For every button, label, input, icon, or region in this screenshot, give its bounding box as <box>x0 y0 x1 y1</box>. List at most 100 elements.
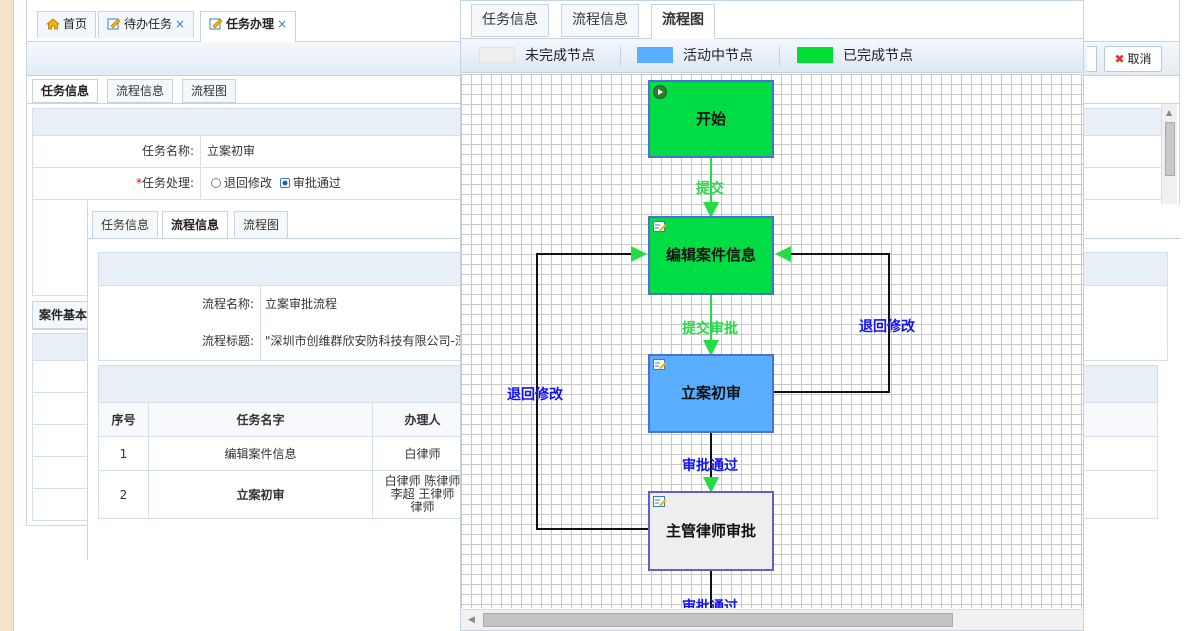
cancel-button[interactable]: ✖取消 <box>1104 46 1162 72</box>
task-icon <box>107 18 121 30</box>
edge-return-left <box>536 246 648 530</box>
close-icon[interactable]: × <box>277 17 288 31</box>
row-index: 1 <box>98 436 149 471</box>
edge-label-approve-next: 审批通过 <box>682 599 738 608</box>
node-supervisor-label: 主管律师审批 <box>665 522 756 540</box>
vertical-scrollbar[interactable]: ▲ <box>1161 104 1177 204</box>
edge-label-return-right: 退回修改 <box>859 319 915 335</box>
process-diagram-window: 任务信息 流程信息 流程图 未完成节点 活动中节点 已完成节点 <box>460 0 1084 631</box>
case-row <box>32 457 89 489</box>
legend-swatch-pending <box>479 47 515 63</box>
scroll-thumb[interactable] <box>1165 122 1175 176</box>
scroll-thumb[interactable] <box>483 613 953 627</box>
task-name-value: 立案初审 <box>207 144 256 158</box>
form-left-blank <box>32 200 88 296</box>
diagram-canvas[interactable]: 开始 编辑案件信息 立案初审 主管律师审批 提交 提交审批 审批通过 退回修改 … <box>461 74 1083 608</box>
cancel-label: 取消 <box>1127 52 1152 66</box>
scroll-left-icon[interactable]: ◀ <box>468 615 475 625</box>
node-first-review-label: 立案初审 <box>680 384 741 402</box>
col-handler: 办理人 <box>372 402 473 437</box>
tab-process-diagram[interactable]: 流程图 <box>182 79 237 103</box>
tab-process-info[interactable]: 流程信息 <box>561 4 639 37</box>
tab-home-label: 首页 <box>63 17 88 31</box>
legend-separator <box>620 46 621 66</box>
radio-return[interactable] <box>211 178 221 188</box>
tab-task-info[interactable]: 任务信息 <box>471 4 549 37</box>
row-index: 2 <box>98 470 149 519</box>
diagram-tab-bar: 任务信息 流程信息 流程图 <box>461 1 1083 39</box>
process-title-label: 流程标题: <box>99 323 261 360</box>
tab-process-info[interactable]: 流程信息 <box>107 79 174 103</box>
node-start-label: 开始 <box>695 110 726 128</box>
col-task-name: 任务名字 <box>148 402 373 437</box>
scroll-up-icon[interactable]: ▲ <box>1166 108 1173 117</box>
legend-swatch-active <box>637 47 673 63</box>
edge-label-submit: 提交 <box>696 181 724 197</box>
edit-icon <box>653 221 667 232</box>
home-icon <box>46 18 60 30</box>
required-mark: * <box>135 176 142 190</box>
tab-process-diagram[interactable]: 流程图 <box>234 211 289 239</box>
tab-todo-tasks[interactable]: 待办任务× <box>98 11 195 38</box>
task-icon <box>209 18 223 30</box>
left-edge-strip <box>0 0 14 631</box>
legend-separator <box>779 46 780 66</box>
case-row <box>32 361 89 393</box>
horizontal-scrollbar[interactable]: ◀ <box>461 609 1083 630</box>
tab-task-info[interactable]: 任务信息 <box>92 211 159 239</box>
edit-icon <box>653 496 667 507</box>
close-icon[interactable]: × <box>175 17 186 31</box>
handler-line: 律师 <box>410 500 435 514</box>
flow-edges <box>536 156 890 608</box>
process-title-value: "深圳市创维群欣安防科技有限公司-深圳 <box>265 334 479 348</box>
radio-approve-label[interactable]: 审批通过 <box>292 176 341 190</box>
col-index: 序号 <box>98 402 149 437</box>
tab-task-handling-label: 任务办理 <box>226 17 275 31</box>
node-start[interactable]: 开始 <box>648 80 774 158</box>
process-name-value: 立案审批流程 <box>265 297 338 311</box>
tab-task-info[interactable]: 任务信息 <box>32 79 99 103</box>
case-row <box>32 393 89 425</box>
legend-active: 活动中节点 <box>637 39 753 73</box>
play-icon <box>653 85 667 99</box>
task-handle-options: 退回修改 审批通过 <box>207 168 341 199</box>
radio-approve[interactable] <box>279 178 290 188</box>
tab-task-handling[interactable]: 任务办理× <box>200 11 297 42</box>
node-legend: 未完成节点 活动中节点 已完成节点 <box>461 39 1083 73</box>
toolbar-button-edge[interactable] <box>1087 46 1097 72</box>
row-task: 编辑案件信息 <box>148 436 373 471</box>
edge-label-return-left: 退回修改 <box>507 387 563 403</box>
tab-case-basic-info[interactable]: 案件基本信息 <box>32 301 90 329</box>
node-edit-label: 编辑案件信息 <box>665 246 756 264</box>
radio-return-label[interactable]: 退回修改 <box>224 176 273 190</box>
row-handler: 白律师 陈律师 李超 王律师 律师 <box>372 470 473 519</box>
case-header-band <box>32 333 89 361</box>
legend-pending-label: 未完成节点 <box>525 48 595 64</box>
task-name-label: 任务名称: <box>33 136 201 167</box>
handler-line: 李超 王律师 <box>390 487 455 501</box>
legend-pending: 未完成节点 <box>479 39 595 73</box>
handler-line: 白律师 陈律师 <box>384 474 461 488</box>
task-handle-label: 任务处理: <box>141 176 194 190</box>
legend-active-label: 活动中节点 <box>683 48 753 64</box>
row-task: 立案初审 <box>148 470 373 519</box>
node-first-review[interactable]: 立案初审 <box>648 354 774 433</box>
cancel-icon: ✖ <box>1114 52 1125 66</box>
edge-label-submit-approval: 提交审批 <box>682 321 738 337</box>
case-row <box>32 425 89 457</box>
legend-completed: 已完成节点 <box>797 39 913 73</box>
tab-todo-label: 待办任务 <box>124 17 173 31</box>
legend-swatch-completed <box>797 47 833 63</box>
tab-home[interactable]: 首页 <box>37 11 97 38</box>
process-name-label: 流程名称: <box>99 286 261 323</box>
task-handle-label-cell: *任务处理: <box>33 168 201 199</box>
edge-label-approve: 审批通过 <box>682 458 738 474</box>
node-edit-case-info[interactable]: 编辑案件信息 <box>648 216 774 295</box>
row-handler: 白律师 <box>372 436 473 471</box>
legend-completed-label: 已完成节点 <box>843 48 913 64</box>
tab-process-info[interactable]: 流程信息 <box>162 211 229 239</box>
node-supervisor-approval[interactable]: 主管律师审批 <box>648 491 774 571</box>
case-row <box>32 489 89 521</box>
edge-return-right <box>774 246 890 393</box>
tab-process-diagram[interactable]: 流程图 <box>651 4 715 39</box>
